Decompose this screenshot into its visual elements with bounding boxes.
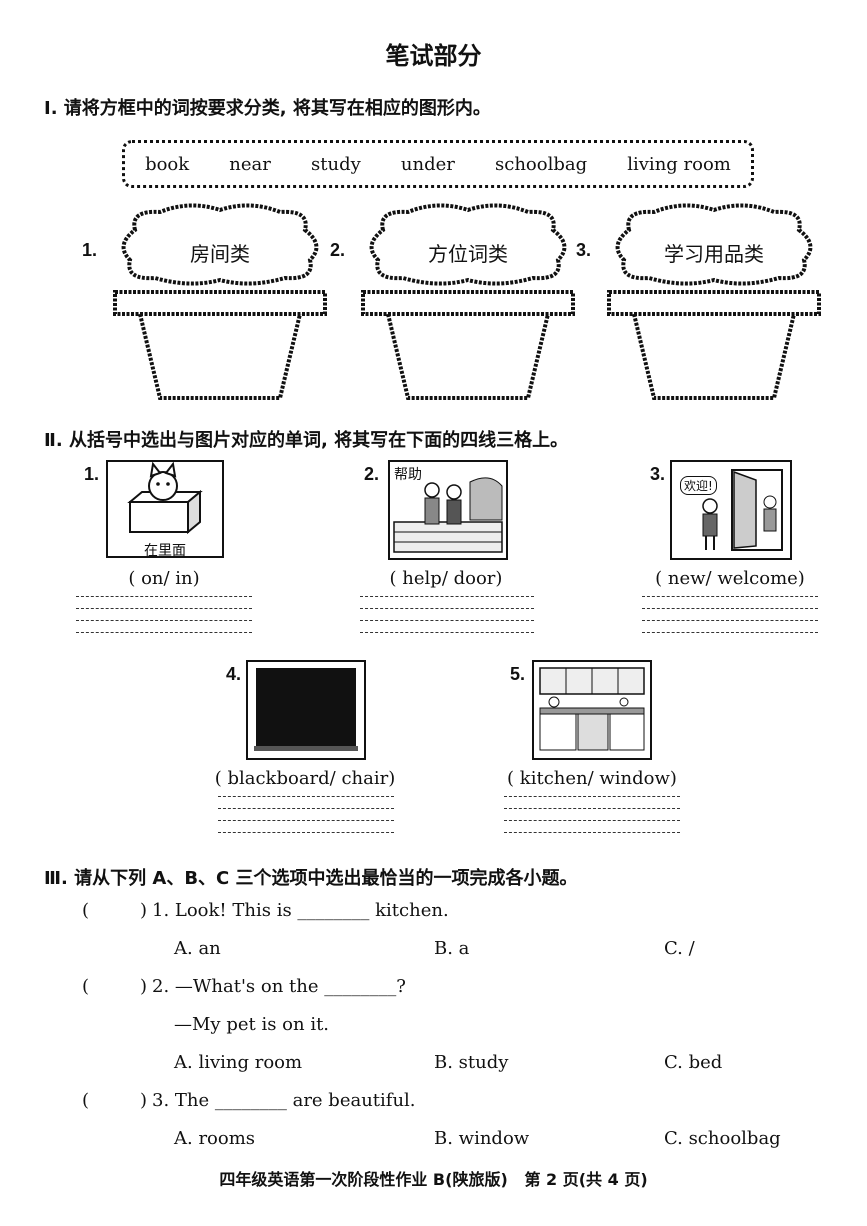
choice-c: C. / xyxy=(664,938,695,959)
word-item: study xyxy=(311,153,361,175)
answer-bracket-close: ) xyxy=(140,900,148,921)
picture-helping: 帮助 xyxy=(388,460,508,560)
answer-bracket-open[interactable]: ( xyxy=(82,900,90,921)
picture-welcome: 欢迎! xyxy=(670,460,792,560)
options-text: ( new/ welcome) xyxy=(655,568,805,589)
choice-b: B. a xyxy=(434,938,470,959)
basket-icon xyxy=(361,203,575,400)
picture-caption: 帮助 xyxy=(394,464,422,484)
word-item: near xyxy=(229,153,271,175)
picture-blackboard xyxy=(246,660,366,760)
picture-kitchen xyxy=(532,660,652,760)
section-1-heading: Ⅰ. 请将方框中的词按要求分类, 将其写在相应的图形内。 xyxy=(44,98,491,119)
page-footer: 四年级英语第一次阶段性作业 B(陕旅版) 第 2 页(共 4 页) xyxy=(219,1170,648,1189)
speech-bubble: 欢迎! xyxy=(680,476,717,495)
basket-1[interactable]: 1. 房间类 xyxy=(82,200,332,410)
choice-a: A. an xyxy=(174,938,221,959)
options-text: ( on/ in) xyxy=(128,568,200,589)
basket-number: 3. xyxy=(576,240,592,260)
options-text: ( blackboard/ chair) xyxy=(214,768,396,789)
choice-a: A. living room xyxy=(174,1052,303,1073)
basket-3[interactable]: 3. 学习用品类 xyxy=(576,200,826,410)
word-item: under xyxy=(400,153,455,175)
item-number: 2. xyxy=(364,464,380,484)
answer-bracket-open[interactable]: ( xyxy=(82,1090,90,1111)
section-3-heading: Ⅲ. 请从下列 A、B、C 三个选项中选出最恰当的一项完成各小题。 xyxy=(44,868,578,889)
writing-lines[interactable] xyxy=(642,596,818,633)
writing-lines[interactable] xyxy=(76,596,252,633)
options-text: ( help/ door) xyxy=(389,568,503,589)
section-2-heading: Ⅱ. 从括号中选出与图片对应的单词, 将其写在下面的四线三格上。 xyxy=(44,430,569,451)
choice-c: C. schoolbag xyxy=(664,1128,781,1149)
answer-bracket-open[interactable]: ( xyxy=(82,976,90,997)
word-box: book near study under schoolbag living r… xyxy=(122,140,754,188)
question-stem: 1. Look! This is ________ kitchen. xyxy=(152,900,449,921)
writing-lines[interactable] xyxy=(504,796,680,833)
word-item: schoolbag xyxy=(495,153,588,175)
helping-people-icon xyxy=(393,477,503,553)
answer-bracket-close: ) xyxy=(140,1090,148,1111)
choice-c: C. bed xyxy=(664,1052,723,1073)
word-item: living room xyxy=(627,153,731,175)
question-stem: 3. The ________ are beautiful. xyxy=(152,1090,416,1111)
writing-lines[interactable] xyxy=(218,796,394,833)
item-number: 1. xyxy=(84,464,100,484)
basket-number: 1. xyxy=(82,240,98,260)
word-item: book xyxy=(145,153,190,175)
page-title: 笔试部分 xyxy=(385,42,482,70)
blackboard-icon xyxy=(254,668,358,751)
item-number: 4. xyxy=(226,664,242,684)
answer-bracket-close: ) xyxy=(140,976,148,997)
item-number: 3. xyxy=(650,464,666,484)
writing-lines[interactable] xyxy=(360,596,534,633)
picture-caption: 在里面 xyxy=(144,543,186,559)
choice-a: A. rooms xyxy=(174,1128,256,1149)
basket-number: 2. xyxy=(330,240,346,260)
options-text: ( kitchen/ window) xyxy=(507,768,677,789)
welcome-door-icon xyxy=(702,469,783,551)
kitchen-icon xyxy=(539,667,645,751)
basket-2[interactable]: 2. 方位词类 xyxy=(330,200,580,410)
picture-cat-in-box: 在里面 xyxy=(106,460,224,559)
basket-icon xyxy=(607,203,821,400)
basket-label: 房间类 xyxy=(190,242,250,266)
basket-icon xyxy=(113,203,327,400)
choice-b: B. study xyxy=(434,1052,509,1073)
basket-label: 方位词类 xyxy=(428,242,508,266)
basket-label: 学习用品类 xyxy=(664,242,764,266)
item-number: 5. xyxy=(510,664,526,684)
cat-in-box-icon xyxy=(127,461,203,535)
choice-b: B. window xyxy=(434,1128,530,1149)
question-stem: 2. —What's on the ________? xyxy=(152,976,406,997)
question-reply: —My pet is on it. xyxy=(174,1014,330,1035)
